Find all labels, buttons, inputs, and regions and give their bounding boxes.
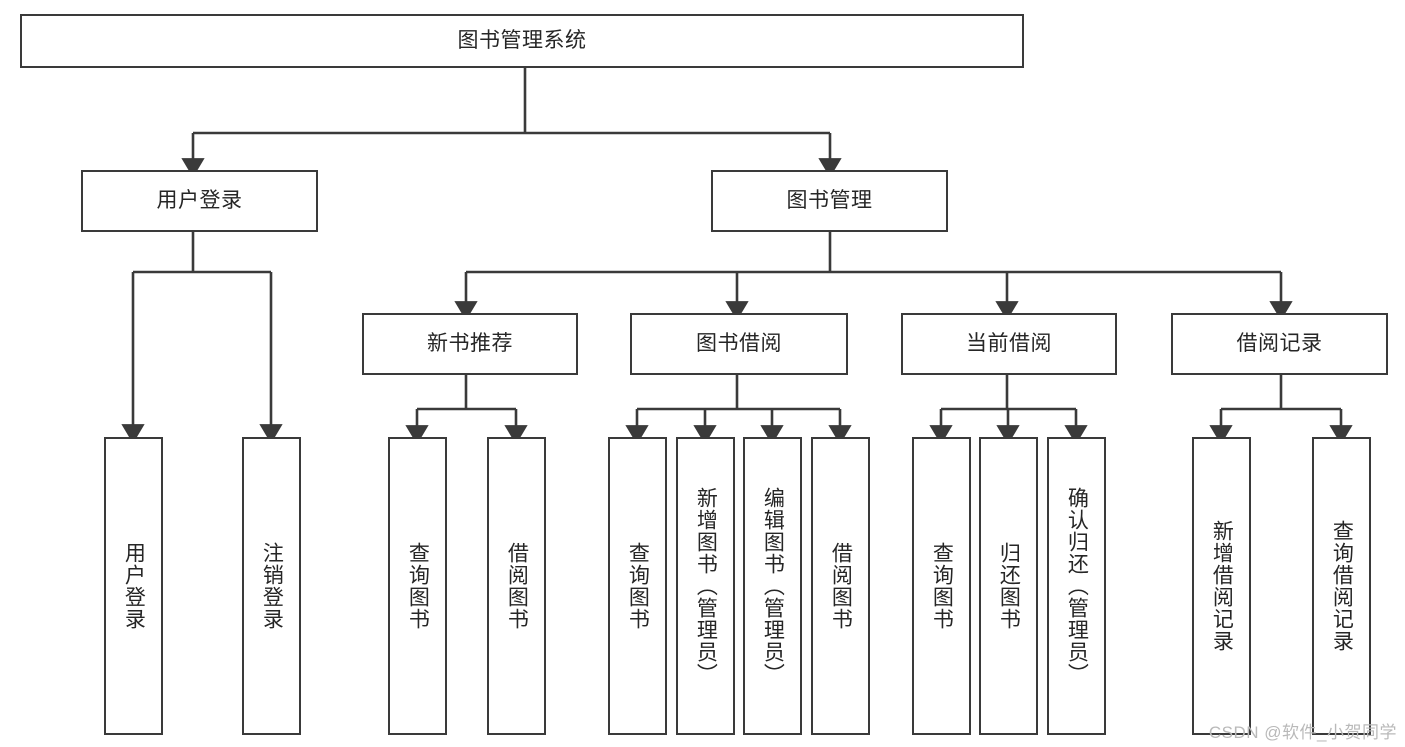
node-book-borrow[interactable]: 图书借阅 — [630, 313, 848, 375]
node-leaf-query-record[interactable]: 查询借阅记录 — [1312, 437, 1371, 735]
node-user-login-label: 用户登录 — [156, 189, 243, 213]
node-leaf-borrow-book-1-label: 借阅图书 — [505, 542, 529, 630]
node-leaf-borrow-book-2-label: 借阅图书 — [829, 542, 853, 630]
node-leaf-query-book-1-label: 查询图书 — [406, 542, 430, 630]
node-leaf-logout-login[interactable]: 注销登录 — [242, 437, 301, 735]
node-current-borrow-label: 当前借阅 — [966, 332, 1052, 356]
node-leaf-borrow-book-1[interactable]: 借阅图书 — [487, 437, 546, 735]
node-book-manage[interactable]: 图书管理 — [711, 170, 948, 232]
node-leaf-query-book-3[interactable]: 查询图书 — [912, 437, 971, 735]
node-leaf-add-book[interactable]: 新增图书（管理员） — [676, 437, 735, 735]
node-borrow-record[interactable]: 借阅记录 — [1171, 313, 1388, 375]
node-borrow-record-label: 借阅记录 — [1236, 332, 1323, 356]
node-leaf-query-record-label: 查询借阅记录 — [1330, 520, 1354, 652]
node-root-label: 图书管理系统 — [457, 29, 587, 53]
node-leaf-query-book-2-label: 查询图书 — [626, 542, 650, 630]
node-leaf-confirm-return-label: 确认归还（管理员） — [1065, 487, 1089, 685]
node-leaf-user-login[interactable]: 用户登录 — [104, 437, 163, 735]
node-book-borrow-label: 图书借阅 — [696, 332, 782, 356]
node-leaf-user-login-label: 用户登录 — [122, 542, 146, 630]
node-leaf-query-book-2[interactable]: 查询图书 — [608, 437, 667, 735]
node-leaf-edit-book[interactable]: 编辑图书（管理员） — [743, 437, 802, 735]
node-leaf-confirm-return[interactable]: 确认归还（管理员） — [1047, 437, 1106, 735]
node-leaf-query-book-3-label: 查询图书 — [930, 542, 954, 630]
node-leaf-return-book-label: 归还图书 — [997, 542, 1021, 630]
node-leaf-add-record-label: 新增借阅记录 — [1210, 520, 1234, 652]
node-leaf-borrow-book-2[interactable]: 借阅图书 — [811, 437, 870, 735]
node-root[interactable]: 图书管理系统 — [20, 14, 1024, 68]
node-book-manage-label: 图书管理 — [786, 189, 873, 213]
node-leaf-logout-login-label: 注销登录 — [260, 542, 284, 630]
node-leaf-add-book-label: 新增图书（管理员） — [694, 487, 718, 685]
node-user-login[interactable]: 用户登录 — [81, 170, 318, 232]
node-leaf-add-record[interactable]: 新增借阅记录 — [1192, 437, 1251, 735]
node-new-book-recommend-label: 新书推荐 — [427, 332, 513, 356]
node-leaf-edit-book-label: 编辑图书（管理员） — [761, 487, 785, 685]
node-leaf-return-book[interactable]: 归还图书 — [979, 437, 1038, 735]
node-new-book-recommend[interactable]: 新书推荐 — [362, 313, 578, 375]
node-current-borrow[interactable]: 当前借阅 — [901, 313, 1117, 375]
node-leaf-query-book-1[interactable]: 查询图书 — [388, 437, 447, 735]
